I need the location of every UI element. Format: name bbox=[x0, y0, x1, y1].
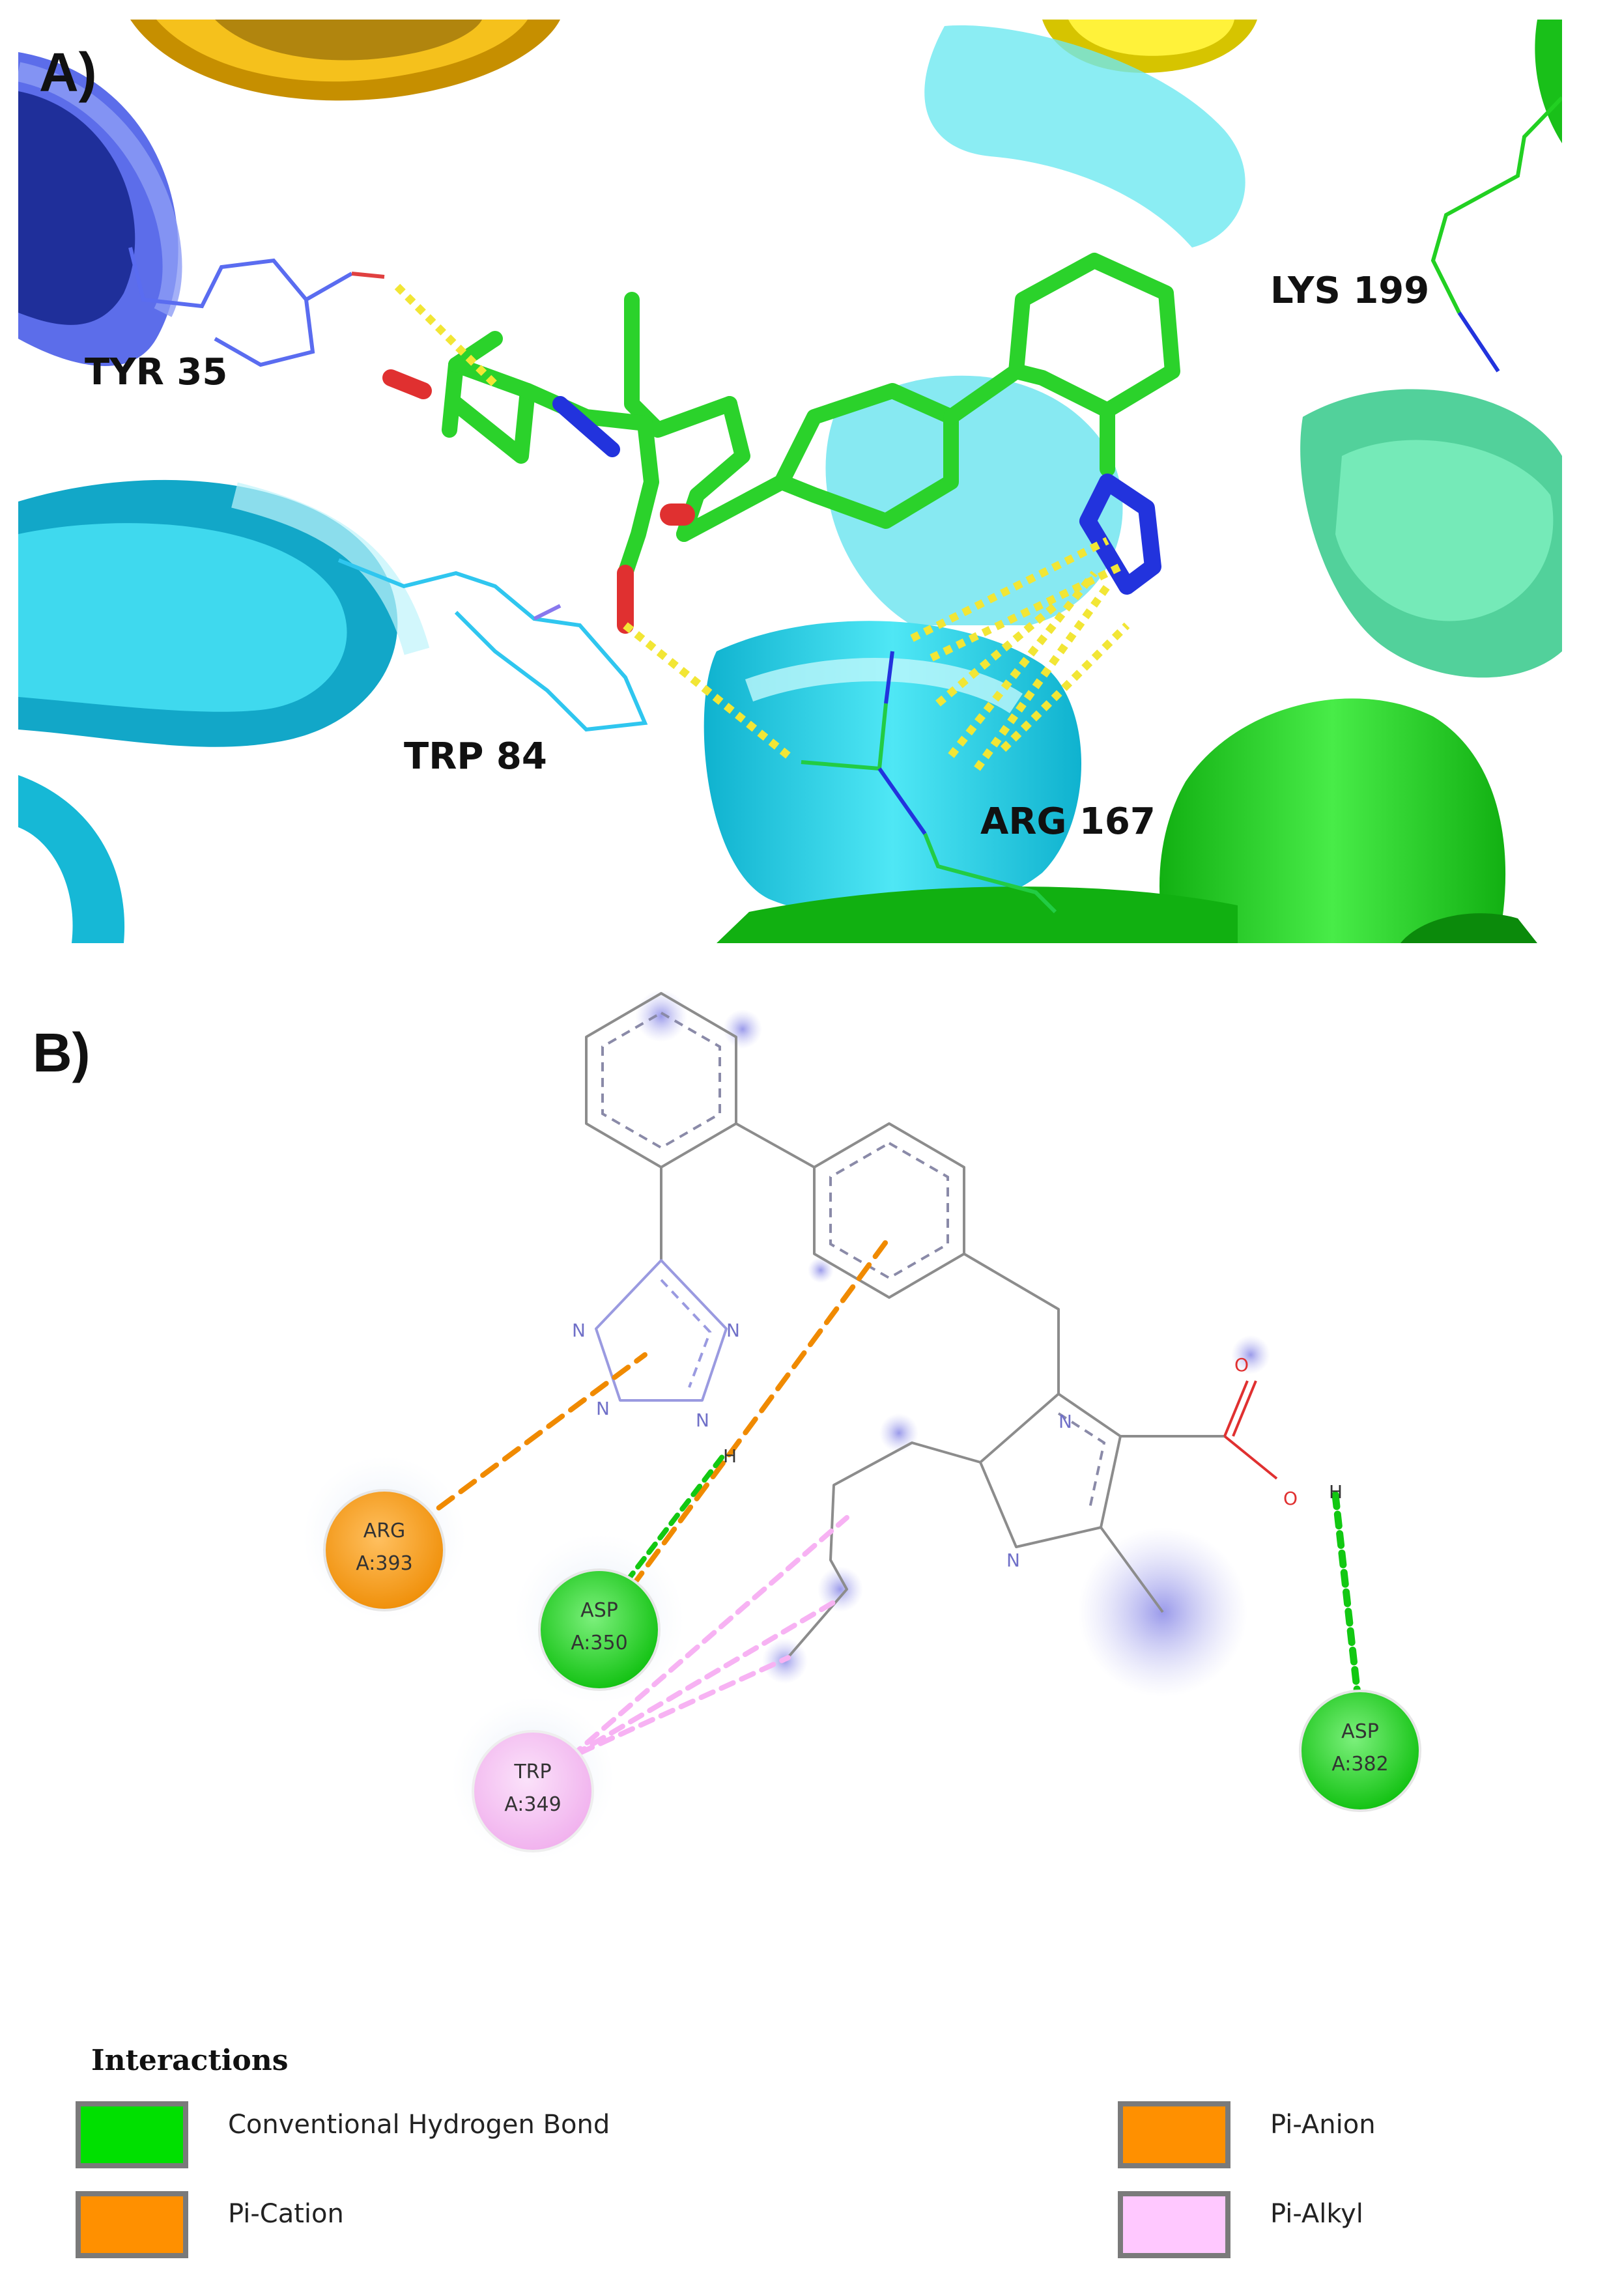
polar-contacts bbox=[394, 283, 1130, 771]
atom-n: N bbox=[696, 1410, 709, 1431]
panel-a-letter: A) bbox=[39, 42, 97, 103]
residue-asp350: ASP A:350 bbox=[538, 1568, 661, 1691]
residue-asp382: ASP A:382 bbox=[1299, 1690, 1421, 1812]
aromatic-dashes bbox=[601, 1011, 1106, 1512]
atom-h: H bbox=[723, 1445, 737, 1467]
cyan-helix-left bbox=[18, 479, 430, 943]
legend-swatch bbox=[76, 2191, 188, 2258]
legend-item-pi-cation: Pi-Cation bbox=[76, 2191, 344, 2258]
middle-phenyl-ring bbox=[813, 1122, 965, 1299]
lys199-sidechain bbox=[1430, 96, 1562, 373]
legend-label: Pi-Anion bbox=[1270, 2110, 1376, 2140]
interaction-lines bbox=[414, 1235, 1362, 1774]
residue-bead-trp349 bbox=[472, 1730, 594, 1852]
residue-name: TRP bbox=[513, 1761, 551, 1783]
pi-cation-line bbox=[414, 1352, 647, 1527]
ligand-sticks bbox=[382, 253, 1180, 634]
panel-b-diagram: B) bbox=[33, 990, 1421, 1860]
arg167-sidechain bbox=[801, 651, 1057, 914]
blue-helix bbox=[18, 52, 182, 366]
hbond-line-asp350 bbox=[613, 1453, 726, 1598]
legend-item-conventional-hydrogen-bond: Conventional Hydrogen Bond bbox=[76, 2101, 610, 2168]
legend-label: Pi-Cation bbox=[228, 2199, 344, 2229]
legend-title: Interactions bbox=[91, 2044, 289, 2077]
atom-n: N bbox=[596, 1398, 610, 1419]
residue-arg393: ARG A:393 bbox=[323, 1489, 446, 1611]
legend-item-pi-alkyl: Pi-Alkyl bbox=[1118, 2191, 1363, 2258]
atom-o: O bbox=[1234, 1354, 1249, 1376]
legend-label: Conventional Hydrogen Bond bbox=[228, 2110, 610, 2140]
residue-bead-asp350 bbox=[538, 1568, 661, 1691]
legend-swatch bbox=[1118, 2101, 1230, 2168]
residue-bead-arg393 bbox=[323, 1489, 446, 1611]
residue-id: A:382 bbox=[1331, 1753, 1388, 1776]
residue-id: A:350 bbox=[571, 1632, 627, 1654]
residue-trp349: TRP A:349 bbox=[472, 1730, 594, 1852]
ligand-skeleton bbox=[585, 992, 1278, 1662]
residue-name: ASP bbox=[580, 1599, 618, 1622]
pi-alkyl-line-1 bbox=[551, 1515, 849, 1774]
legend-swatch bbox=[1118, 2191, 1230, 2258]
panel-b-letter: B) bbox=[33, 1022, 91, 1083]
legend-label: Pi-Alkyl bbox=[1270, 2199, 1363, 2229]
atom-o: O bbox=[1283, 1488, 1298, 1509]
residue-id: A:393 bbox=[356, 1552, 412, 1575]
atom-n: N bbox=[1059, 1411, 1072, 1432]
residue-bead-asp382 bbox=[1299, 1690, 1421, 1812]
legend-swatch bbox=[76, 2101, 188, 2168]
trp84-sidechain bbox=[337, 558, 648, 732]
residue-id: A:349 bbox=[504, 1793, 561, 1816]
atom-n: N bbox=[726, 1320, 740, 1341]
green-helices bbox=[717, 20, 1562, 943]
tetrazole-ring bbox=[595, 1259, 728, 1402]
residue-label-arg167: ARG 167 bbox=[980, 801, 1156, 843]
residue-label-trp84: TRP 84 bbox=[404, 735, 547, 778]
atom-n: N bbox=[572, 1320, 586, 1341]
residue-name: ARG bbox=[363, 1520, 406, 1542]
atom-n: N bbox=[1006, 1550, 1020, 1571]
tyr35-sidechain bbox=[128, 247, 385, 367]
pi-alkyl-line-3 bbox=[571, 1600, 836, 1758]
pi-anion-line bbox=[613, 1235, 892, 1611]
imidazole-ring bbox=[979, 1393, 1122, 1548]
residue-name: ASP bbox=[1341, 1720, 1379, 1743]
atom-labels: N N N N H N N O O H bbox=[572, 1320, 1343, 1571]
residue-label-tyr35: TYR 35 bbox=[85, 351, 227, 393]
panel-a-render: A) TYR 35 TRP 84 ARG 167 LYS 199 bbox=[18, 20, 1562, 943]
gold-helix bbox=[130, 20, 560, 101]
cyan-helix-center bbox=[704, 25, 1245, 919]
pi-alkyl-line-2 bbox=[558, 1655, 791, 1765]
hbond-line-asp382 bbox=[1331, 1491, 1362, 1704]
residue-label-lys199: LYS 199 bbox=[1270, 270, 1429, 312]
interactions-legend: Interactions Conventional Hydrogen Bond … bbox=[76, 2044, 1376, 2258]
legend-item-pi-anion: Pi-Anion bbox=[1118, 2101, 1376, 2168]
exposure-blobs bbox=[635, 990, 1270, 1697]
atom-h: H bbox=[1329, 1481, 1343, 1503]
